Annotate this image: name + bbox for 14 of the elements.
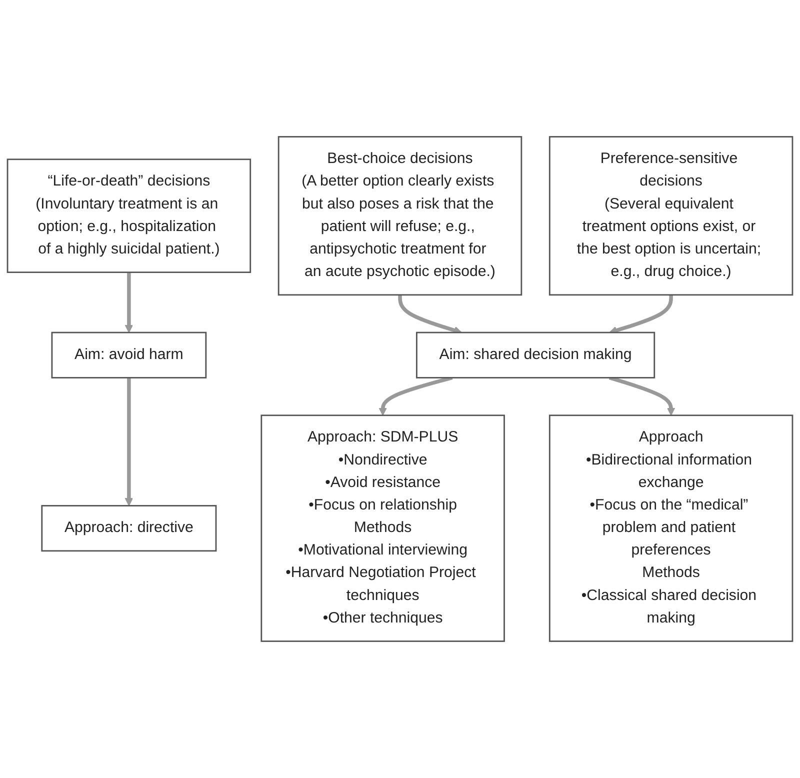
node-box: Preference-sensitive decisions (Several equivalent treatment options exist, or the best option is uncertain; e.g., drug choice.) — [548, 136, 794, 296]
arrow — [609, 294, 673, 334]
arrow — [124, 378, 134, 506]
node-box: Aim: shared decision making — [416, 332, 656, 378]
arrow — [398, 294, 462, 334]
arrow — [378, 376, 453, 416]
arrow — [608, 376, 676, 416]
node-box: Best-choice decisions (A better option clearly exists but also poses a risk that the patient will refuse; e.g., antipsychotic treatment for an acute psychotic episode.) — [278, 136, 522, 296]
node-box: “Life-or-death” decisions (Involuntary treatment is an option; e.g., hospitalization of a highly suicidal patient.) — [6, 158, 252, 273]
node-box: Approach: SDM-PLUS •Nondirective •Avoid resistance •Focus on relationship Methods •Motivational interviewing •Harvard Negotiation Project techniques •Other techniques — [260, 414, 505, 642]
node-box: Approach •Bidirectional information exchange •Focus on the “medical” problem and patient preferences Methods •Classical shared decision making — [548, 414, 794, 642]
node-box: Aim: avoid harm — [51, 332, 207, 378]
arrow — [124, 272, 134, 333]
node-box: Approach: directive — [41, 505, 217, 552]
